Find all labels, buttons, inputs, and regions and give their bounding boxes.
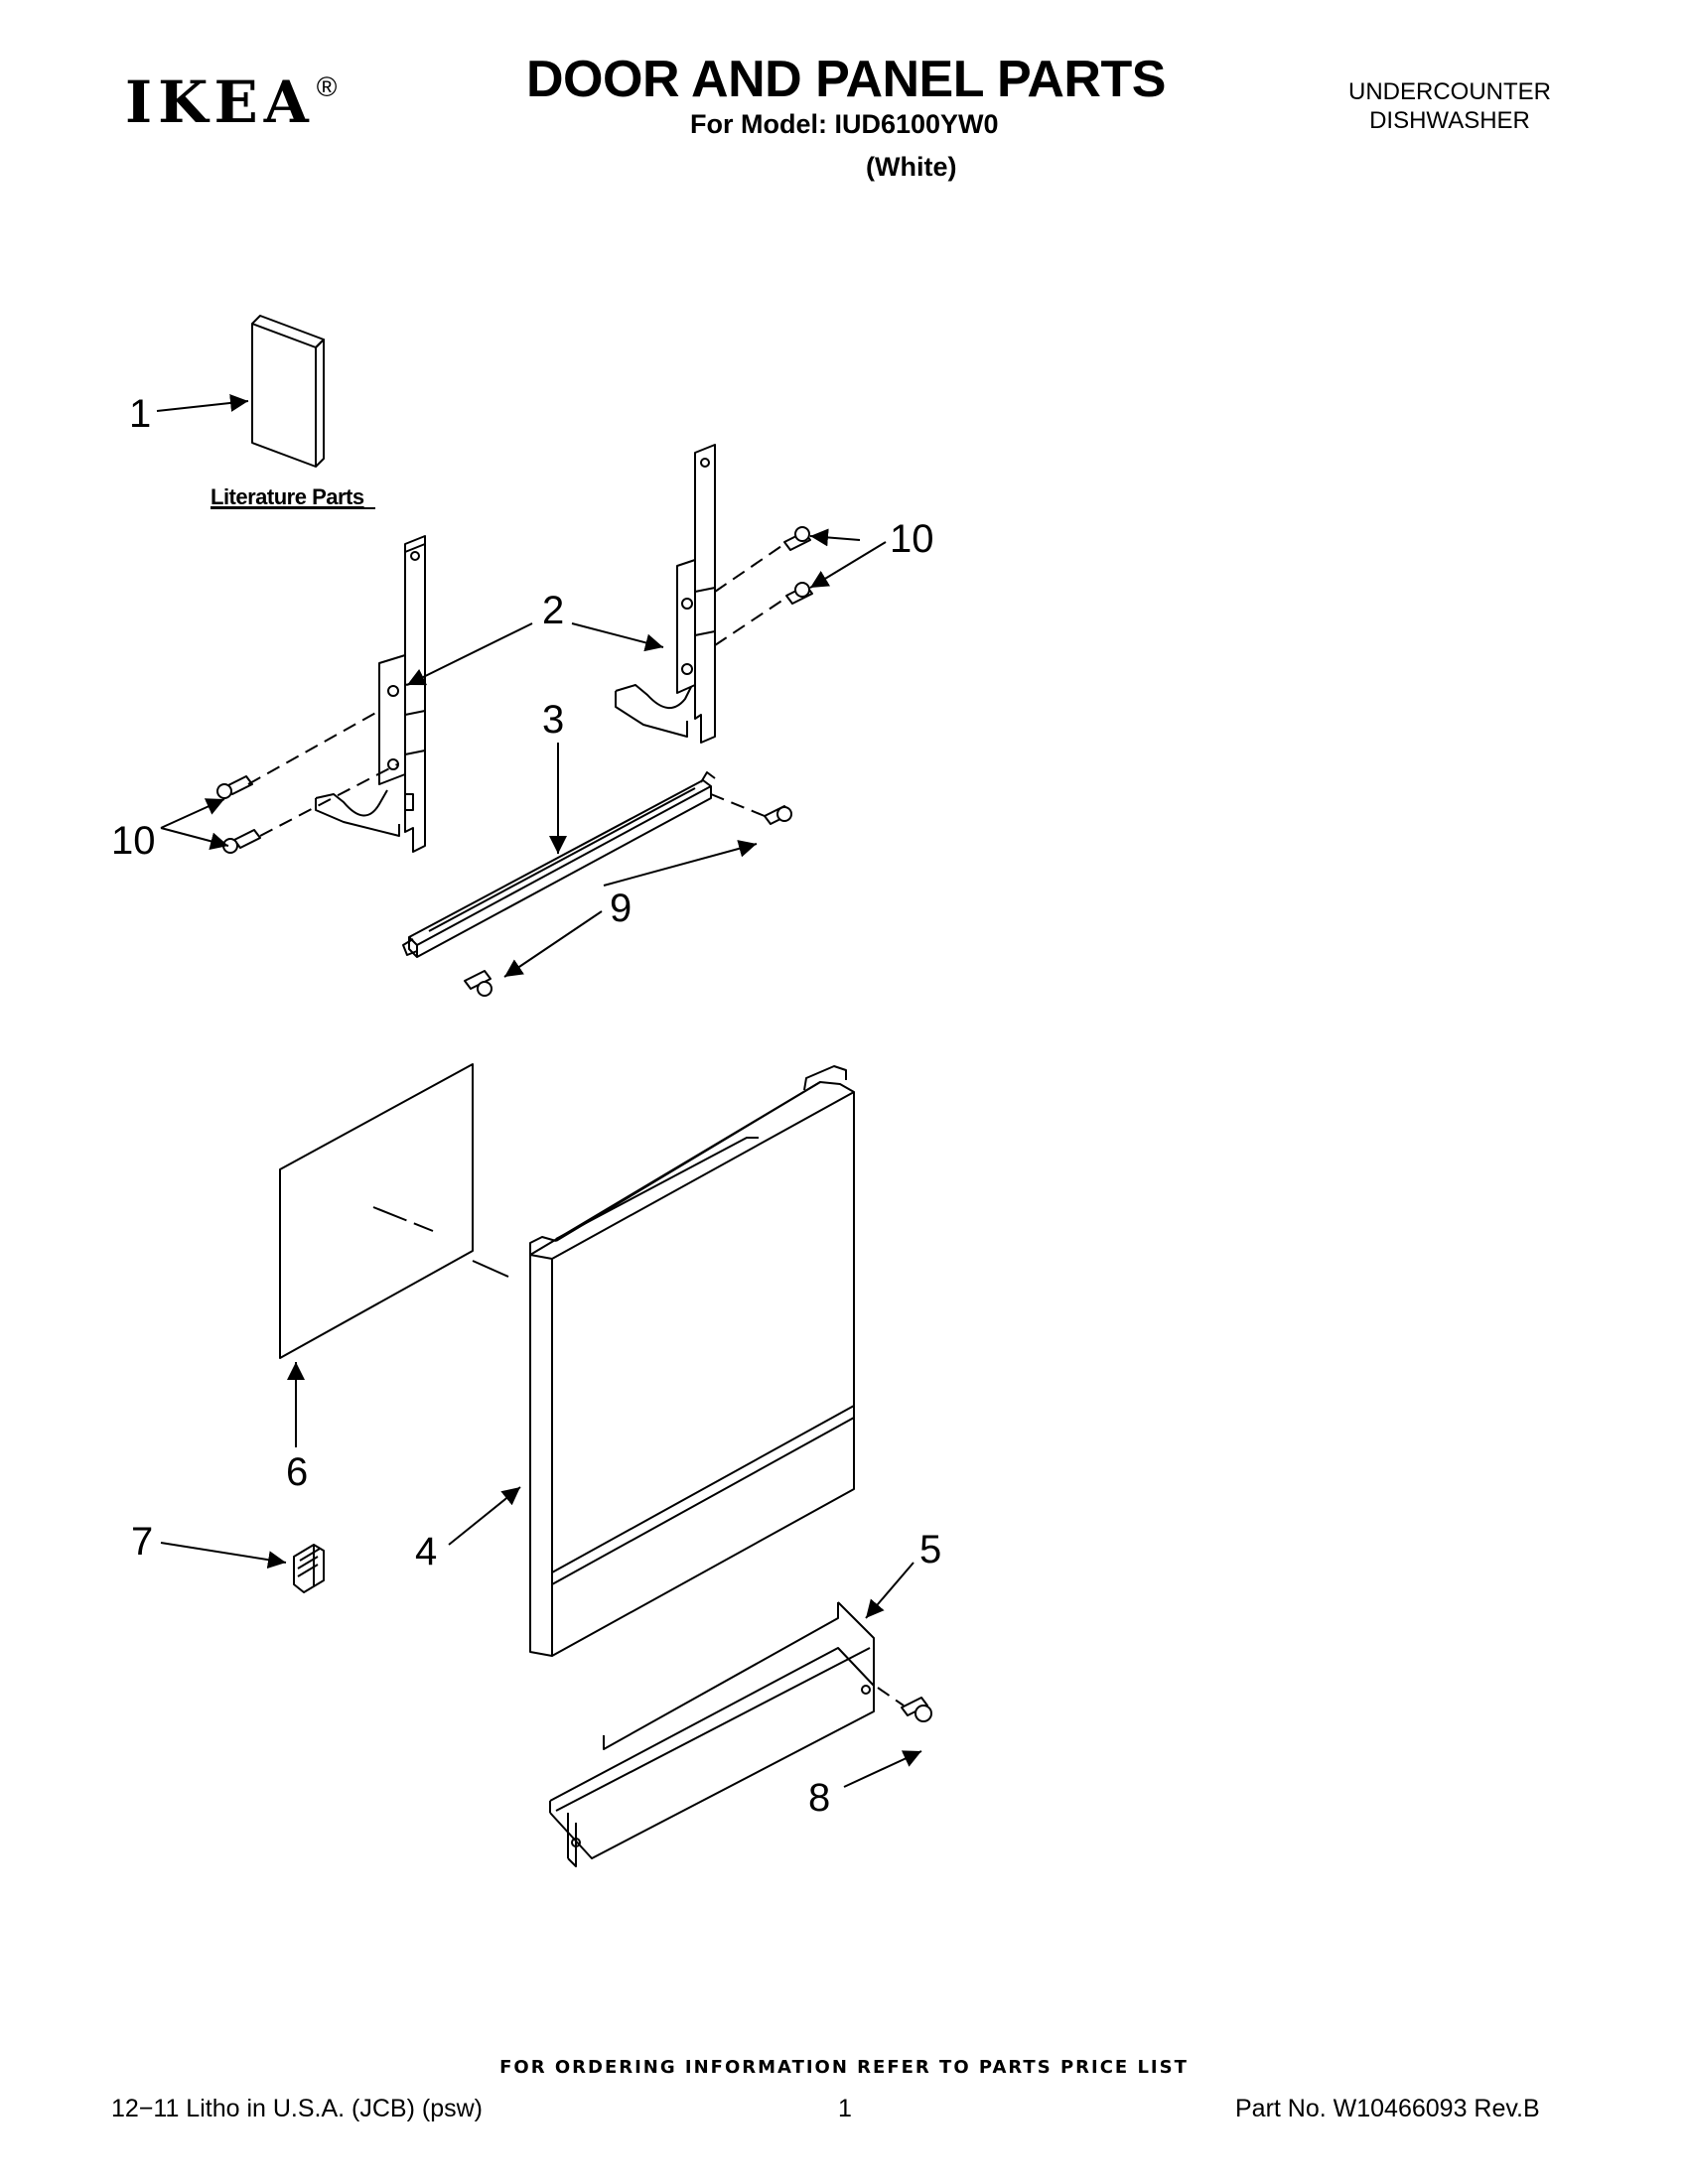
literature-booklet bbox=[251, 315, 325, 468]
left-mounting-bracket bbox=[315, 535, 426, 853]
callout-10-right: 10 bbox=[890, 517, 934, 561]
screw-9-right bbox=[764, 805, 792, 825]
color-line: (White) bbox=[866, 152, 957, 182]
litho-info: 12−11 Litho in U.S.A. (JCB) (psw) bbox=[111, 2095, 483, 2122]
door-panel bbox=[529, 1065, 855, 1657]
screw-10-left-lower bbox=[222, 829, 261, 854]
callout-9: 9 bbox=[610, 887, 632, 930]
registered-mark: ® bbox=[316, 71, 338, 102]
page-number: 1 bbox=[838, 2095, 852, 2122]
part-number: Part No. W10466093 Rev.B bbox=[1235, 2095, 1540, 2122]
screw-10-right-lower bbox=[785, 582, 813, 605]
ordering-note: FOR ORDERING INFORMATION REFER TO PARTS … bbox=[499, 2057, 1189, 2078]
callout-2: 2 bbox=[542, 589, 564, 632]
assembly-lines bbox=[247, 543, 905, 1706]
callout-6: 6 bbox=[286, 1450, 308, 1494]
toe-kick-panel bbox=[549, 1601, 875, 1867]
ikea-logo: IKEA® bbox=[125, 71, 338, 132]
product-type: UNDERCOUNTER DISHWASHER bbox=[1331, 77, 1569, 135]
screw-9-left bbox=[464, 970, 492, 997]
callout-7: 7 bbox=[131, 1520, 153, 1564]
product-line-1: UNDERCOUNTER bbox=[1348, 78, 1551, 105]
model-line: For Model: IUD6100YW0 bbox=[690, 109, 999, 139]
callout-3: 3 bbox=[542, 698, 564, 742]
callout-1: 1 bbox=[129, 392, 151, 436]
screw-10-left-upper bbox=[216, 775, 253, 799]
brand-name: IKEA bbox=[125, 68, 315, 136]
leader-arrows bbox=[156, 393, 922, 1788]
callout-10-left: 10 bbox=[111, 819, 156, 863]
literature-parts-label: Literature Parts bbox=[211, 484, 364, 509]
callout-8: 8 bbox=[808, 1776, 830, 1820]
door-rail bbox=[402, 771, 716, 958]
callout-4: 4 bbox=[415, 1530, 437, 1573]
clip-part bbox=[293, 1544, 325, 1593]
insulation-sheet bbox=[279, 1063, 509, 1359]
screw-8 bbox=[901, 1697, 932, 1722]
page-title: DOOR AND PANEL PARTS bbox=[526, 51, 1166, 108]
right-mounting-bracket bbox=[615, 444, 716, 744]
product-line-2: DISHWASHER bbox=[1369, 107, 1530, 134]
screw-10-right-upper bbox=[783, 526, 811, 551]
callout-5: 5 bbox=[919, 1528, 941, 1571]
